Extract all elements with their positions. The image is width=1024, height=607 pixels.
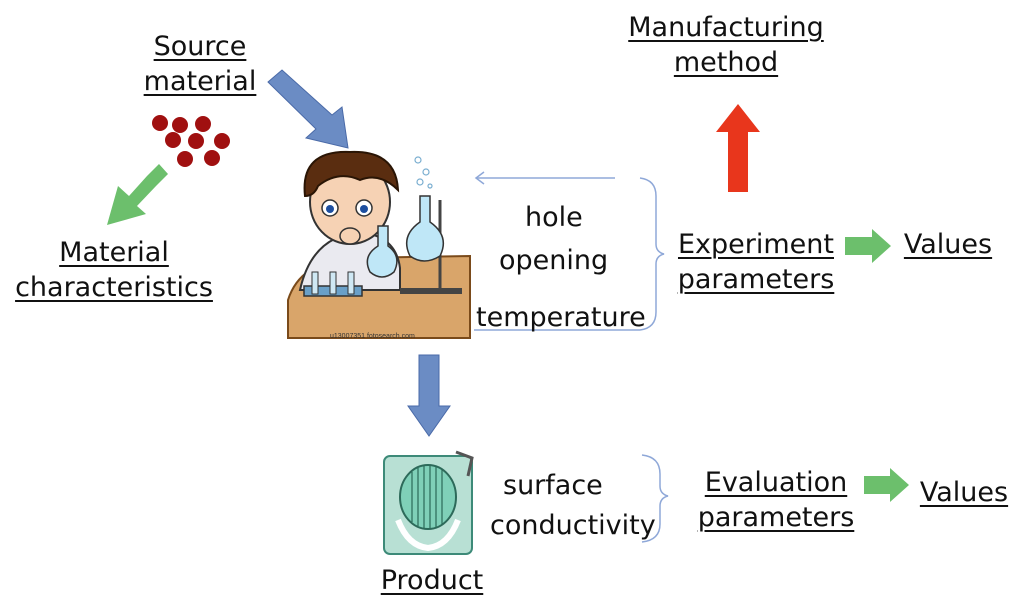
arrow-parameters-to-image bbox=[474, 171, 615, 185]
bracket-evaluation bbox=[641, 454, 669, 543]
experiment-parameters-label: Experiment parameters bbox=[677, 229, 835, 295]
arrow-source-to-experiment bbox=[267, 69, 349, 149]
image-caption: u13007351 fotosearch.com bbox=[330, 333, 415, 340]
param-conductivity: conductivity bbox=[490, 510, 656, 541]
param-temperature: temperature bbox=[476, 302, 646, 333]
particles-icon bbox=[152, 115, 230, 167]
param-hole: hole bbox=[525, 202, 583, 233]
param-surface: surface bbox=[503, 470, 603, 501]
arrow-source-to-characteristics bbox=[107, 164, 168, 225]
product-label: Product bbox=[380, 565, 484, 596]
scientist-illustration bbox=[287, 150, 471, 339]
manufacturing-method-label: Manufacturing method bbox=[628, 12, 824, 78]
evaluation-values-label: Values bbox=[919, 477, 1009, 508]
arrow-experiment-to-product bbox=[407, 354, 451, 437]
source-material-label: Source material bbox=[143, 31, 257, 97]
evaluation-parameters-label: Evaluation parameters bbox=[697, 467, 855, 533]
experiment-values-label: Values bbox=[903, 229, 993, 260]
bracket-experiment bbox=[474, 177, 665, 331]
product-wafer-icon bbox=[383, 450, 474, 555]
arrow-experiment-to-values bbox=[845, 229, 891, 263]
material-characteristics-label: Material characteristics bbox=[15, 237, 213, 303]
param-opening: opening bbox=[499, 245, 609, 276]
arrow-to-manufacturing bbox=[716, 104, 760, 192]
arrow-evaluation-to-values bbox=[864, 468, 909, 502]
